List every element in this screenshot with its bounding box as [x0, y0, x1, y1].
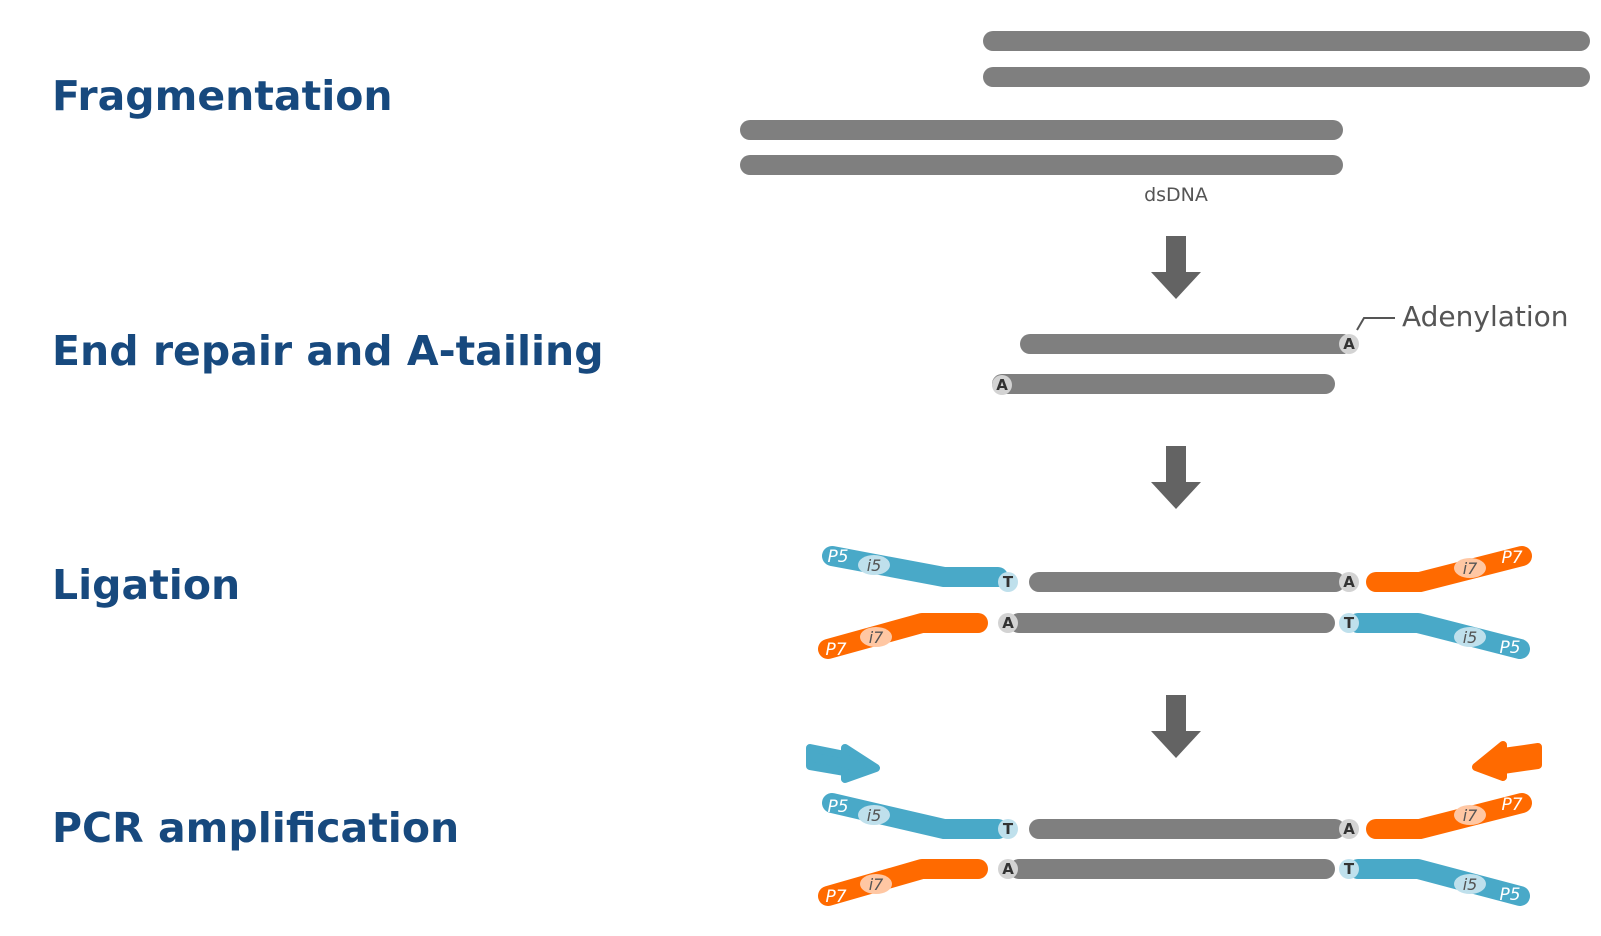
p5-adapter-top-left-pcr [822, 793, 1008, 839]
svg-text:T: T [1344, 614, 1355, 632]
step-title-fragmentation: Fragmentation [52, 72, 393, 120]
svg-text:T: T [1003, 820, 1014, 838]
svg-text:P7: P7 [825, 640, 846, 660]
svg-text:i7: i7 [869, 628, 884, 647]
svg-text:P5: P5 [827, 797, 848, 817]
p7-adapter-top-right [1366, 546, 1532, 592]
svg-text:T: T [1003, 573, 1014, 591]
pcr-product: i5 P5 T i7 P7 A i7 P7 A i5 P5 T [818, 793, 1532, 907]
svg-text:A: A [1002, 860, 1014, 878]
step-title-pcr: PCR amplification [52, 804, 460, 852]
dsdna-fragment-bottom [740, 120, 1343, 175]
svg-text:P7: P7 [1501, 548, 1522, 568]
svg-text:P5: P5 [827, 547, 848, 567]
svg-text:A: A [1343, 335, 1355, 353]
p5-adapter-bottom-right-pcr [1348, 859, 1530, 906]
p5-adapter-bottom-right [1348, 613, 1530, 659]
step-arrow-1-icon [1151, 236, 1201, 299]
p7-adapter-top-right-pcr [1366, 793, 1532, 839]
svg-text:A: A [1002, 614, 1014, 632]
svg-text:i7: i7 [1463, 559, 1478, 578]
p7-adapter-bottom-left [818, 613, 988, 659]
svg-text:A: A [996, 376, 1008, 394]
svg-text:T: T [1344, 860, 1355, 878]
ligation-product: i5 P5 T i7 P7 A i7 P7 A i5 P5 T [818, 546, 1532, 660]
svg-text:P7: P7 [1501, 795, 1522, 815]
svg-text:i7: i7 [869, 875, 884, 894]
adenylation-label: Adenylation [1402, 300, 1569, 333]
svg-text:A: A [1343, 573, 1355, 591]
repaired-fragment [992, 334, 1353, 394]
step-arrow-2-icon [1151, 446, 1201, 509]
svg-text:P7: P7 [825, 887, 846, 907]
svg-text:P5: P5 [1499, 885, 1520, 905]
svg-text:A: A [1343, 820, 1355, 838]
step-arrow-3-icon [1151, 695, 1201, 758]
dsdna-label: dsDNA [1144, 184, 1208, 206]
p5-primer-arrow-icon [806, 744, 880, 783]
p5-adapter-top-left [822, 546, 1008, 587]
p7-primer-arrow-icon [1472, 741, 1542, 781]
a-overhang-bottom: A [992, 375, 1012, 395]
a-overhang-top: A [1339, 334, 1359, 354]
adenylation-pointer [1356, 317, 1395, 331]
step-title-ligation: Ligation [52, 561, 241, 609]
svg-text:i7: i7 [1463, 806, 1478, 825]
svg-text:i5: i5 [1463, 875, 1478, 894]
svg-text:i5: i5 [867, 806, 882, 825]
svg-text:P5: P5 [1499, 638, 1520, 658]
dsdna-fragment-top [983, 31, 1590, 87]
step-title-end-repair: End repair and A-tailing [52, 327, 604, 375]
svg-text:i5: i5 [867, 556, 882, 575]
svg-text:i5: i5 [1463, 628, 1478, 647]
p7-adapter-bottom-left-pcr [818, 859, 988, 906]
